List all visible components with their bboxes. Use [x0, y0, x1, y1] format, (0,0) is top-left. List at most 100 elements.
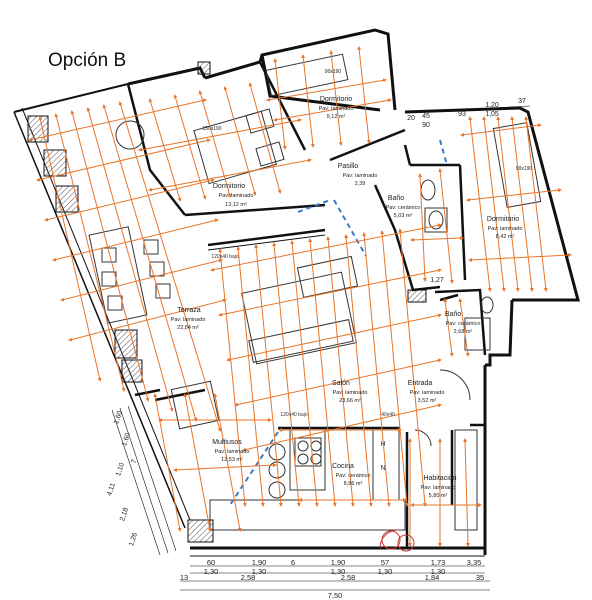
dimension-arrow	[148, 158, 312, 192]
dimension-arrow	[460, 123, 542, 137]
svg-text:6: 6	[291, 558, 295, 567]
svg-text:1,60: 1,60	[113, 410, 124, 425]
svg-text:Salón: Salón	[332, 380, 350, 387]
room-labels: Dormitorio Pav: laminado 9,12 m² 90x190 …	[171, 69, 533, 499]
svg-text:Dormitorio: Dormitorio	[213, 183, 245, 190]
svg-text:Entrada: Entrada	[408, 380, 433, 387]
dimension-arrow	[183, 393, 212, 532]
room-dorm-right: Dormitorio Pav: laminado 8,42 m² 90x190	[487, 166, 533, 240]
svg-text:Pasillo: Pasillo	[338, 163, 359, 170]
svg-text:13: 13	[180, 573, 188, 582]
dimension-arrow	[138, 118, 302, 152]
svg-text:Pav: laminado: Pav: laminado	[215, 449, 250, 455]
svg-text:Pav: laminado: Pav: laminado	[488, 226, 523, 232]
svg-text:Pav: cerámico: Pav: cerámico	[446, 321, 481, 327]
svg-text:8,86 m²: 8,86 m²	[344, 481, 363, 487]
svg-text:Pav: cerámico: Pav: cerámico	[386, 205, 421, 211]
dimensions-left: 1,60 1,60 7 1,10 4,11 2,18 1,26	[106, 405, 177, 556]
svg-text:5,03 m²: 5,03 m²	[394, 213, 413, 219]
svg-text:4,11: 4,11	[106, 482, 117, 497]
dimension-arrow	[226, 313, 442, 362]
dimension-arrow	[463, 438, 470, 547]
room-habitacion: Habitación Pav: laminado 5,80 m²	[421, 475, 457, 499]
svg-text:1,90: 1,90	[252, 558, 267, 567]
svg-text:45: 45	[422, 113, 430, 120]
svg-text:Pav: laminado: Pav: laminado	[421, 485, 456, 491]
svg-text:2,39: 2,39	[355, 181, 366, 187]
dimension-arrow	[272, 242, 301, 507]
dimension-arrow	[242, 403, 442, 452]
room-cocina: Cocina Pav: cerámico 8,86 m²	[332, 463, 370, 487]
svg-text:12,53 m²: 12,53 m²	[221, 457, 243, 463]
svg-text:1,84: 1,84	[425, 573, 440, 582]
furniture	[88, 53, 542, 552]
svg-text:1,10: 1,10	[115, 462, 126, 477]
svg-text:Cocina: Cocina	[332, 463, 354, 470]
svg-text:1,30: 1,30	[331, 567, 346, 576]
room-salon: Salón Pav: laminado 23,66 m²	[332, 380, 367, 404]
dimension-arrow	[153, 393, 182, 532]
svg-text:Pav: laminado: Pav: laminado	[410, 390, 445, 396]
room-dorm-left: Dormitorio Pav: laminado 13,12 m² 150x19…	[202, 126, 253, 208]
dimension-arrow	[468, 253, 572, 262]
dimension-arrow	[54, 113, 126, 392]
dimension-arrows	[28, 46, 572, 547]
svg-text:2,58: 2,58	[241, 573, 256, 582]
svg-text:Pav: laminado: Pav: laminado	[319, 106, 354, 112]
room-pasillo: Pasillo Pav: laminado 2,39	[338, 163, 378, 187]
svg-text:60: 60	[207, 558, 215, 567]
svg-text:Pav: cerámico: Pav: cerámico	[336, 473, 371, 479]
dimension-arrow	[28, 98, 207, 142]
dimension-arrow	[198, 90, 232, 198]
room-bano-2: Baño Pav: cerámico 2,68 m²	[445, 311, 481, 335]
svg-text:7: 7	[131, 459, 139, 465]
svg-text:13,12 m²: 13,12 m²	[225, 202, 247, 208]
room-dorm-top: Dormitorio Pav: laminado 9,12 m² 90x190	[319, 69, 354, 120]
room-entrada: Entrada Pav: laminado 3,52 m²	[408, 380, 445, 404]
svg-text:90: 90	[422, 122, 430, 129]
svg-text:1,20: 1,20	[485, 102, 499, 109]
svg-text:90x190: 90x190	[516, 166, 533, 172]
dimension-arrow	[234, 358, 442, 407]
svg-text:150x190: 150x190	[202, 126, 221, 132]
dimension-arrow	[173, 463, 277, 472]
svg-text:Dormitorio: Dormitorio	[320, 96, 352, 103]
svg-text:Pav: laminado: Pav: laminado	[219, 193, 254, 199]
option-title: Opción B	[48, 50, 127, 71]
dimension-arrow	[357, 46, 371, 144]
dimension-arrow	[438, 168, 454, 284]
svg-text:35: 35	[476, 573, 484, 582]
svg-text:2,18: 2,18	[119, 507, 130, 522]
dimension-arrow	[443, 298, 454, 357]
svg-text:Terraza: Terraza	[177, 307, 200, 314]
svg-text:40x40: 40x40	[381, 412, 395, 418]
room-bano-1: Baño Pav: cerámico 5,03 m²	[386, 195, 421, 219]
svg-text:1,30: 1,30	[378, 567, 393, 576]
svg-text:Pav: laminado: Pav: laminado	[343, 173, 378, 179]
dimension-arrow	[210, 223, 442, 272]
svg-text:90x190: 90x190	[325, 69, 342, 75]
furniture-labels: 120x40 bajo 40x40 120x40 bajo H N	[211, 254, 395, 472]
dimension-arrow	[52, 218, 219, 262]
dimension-arrow	[213, 393, 242, 532]
dimension-arrow	[410, 236, 464, 242]
room-multiusos: Multiusos Pav: laminado 12,53 m²	[212, 439, 249, 463]
svg-text:3,52 m²: 3,52 m²	[418, 398, 437, 404]
dimension-arrow	[102, 104, 198, 422]
dimension-arrow	[38, 116, 102, 382]
svg-text:3,35: 3,35	[467, 558, 482, 567]
room-terraza: Terraza Pav: laminado 22,84 m²	[171, 307, 206, 331]
dimension-arrow	[70, 110, 150, 402]
svg-text:2,68 m²: 2,68 m²	[454, 329, 473, 335]
svg-text:5,80 m²: 5,80 m²	[429, 493, 448, 499]
svg-text:1,60: 1,60	[121, 432, 132, 447]
svg-text:1,90: 1,90	[331, 558, 346, 567]
svg-text:Habitación: Habitación	[423, 475, 456, 482]
svg-text:9,12 m²: 9,12 m²	[327, 114, 346, 120]
dimension-arrow	[273, 98, 392, 122]
svg-text:1,27: 1,27	[430, 277, 444, 284]
dimensions-bottom: 60 1,90 6 1,90 57 1,73 3,35 1,30 1,30 1,…	[180, 558, 490, 600]
svg-text:37: 37	[518, 98, 526, 105]
svg-text:93: 93	[458, 111, 466, 118]
svg-text:1,73: 1,73	[431, 558, 446, 567]
